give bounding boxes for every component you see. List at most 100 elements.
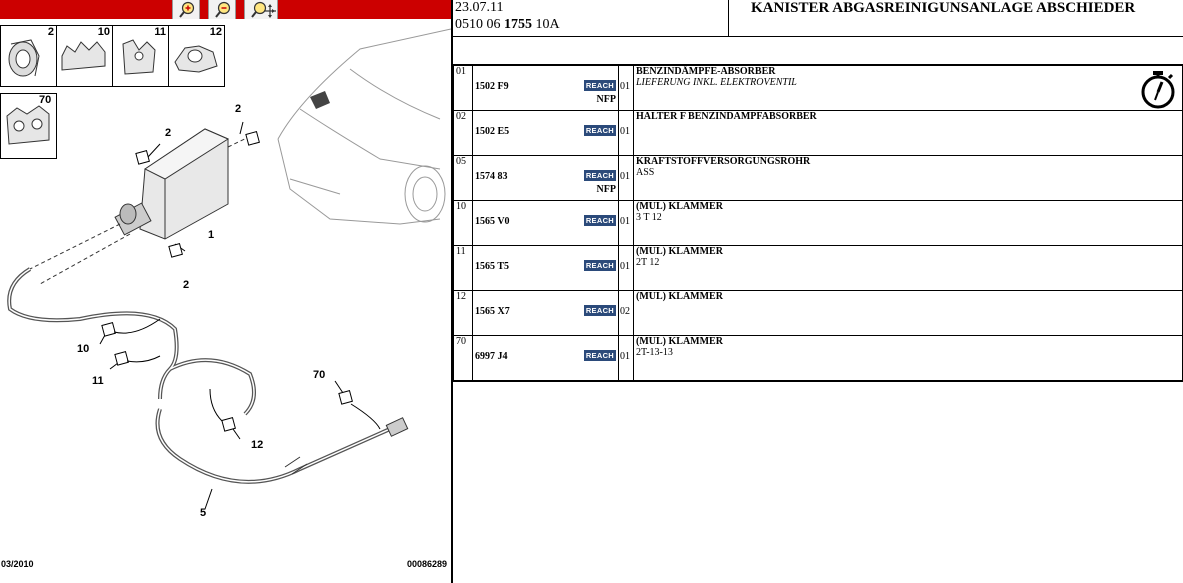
- part-reference[interactable]: 1574 83: [475, 171, 508, 182]
- assembly-drawing: [7, 28, 451, 510]
- part-note: 2T 12: [636, 257, 660, 268]
- stopwatch-icon[interactable]: [1138, 67, 1178, 111]
- row-qty-cell: 01: [618, 155, 634, 201]
- clip-icon: [61, 41, 106, 71]
- row-ref-cell: 1565 T5 REACH: [472, 245, 619, 291]
- row-desc-cell: (MUL) KLAMMER: [633, 290, 1183, 336]
- callout-label: 12: [251, 439, 264, 451]
- diagram-toolbar: [0, 0, 451, 19]
- part-reference[interactable]: 1502 F9: [475, 81, 509, 92]
- reach-badge[interactable]: REACH: [583, 80, 616, 91]
- header-separator: [728, 0, 729, 36]
- row-ref-cell: 1502 E5 REACH: [472, 110, 619, 156]
- zoom-in-icon: [179, 1, 195, 18]
- index-text: 05: [456, 156, 466, 167]
- row-ref-cell: 1565 X7 REACH: [472, 290, 619, 336]
- part-title: KRAFTSTOFFVERSORGUNGSROHR: [636, 156, 811, 167]
- part-note: ASS: [636, 167, 655, 178]
- code-prefix: 0510 06: [455, 17, 501, 32]
- header-date: 23.07.11: [455, 0, 504, 15]
- part-title: HALTER F BENZINDAMPFABSORBER: [636, 111, 817, 122]
- part-reference[interactable]: 1565 V0: [475, 216, 510, 227]
- part-title: (MUL) KLAMMER: [636, 291, 723, 302]
- callout-label: 2: [235, 103, 242, 115]
- reach-badge[interactable]: REACH: [583, 215, 616, 226]
- part-reference[interactable]: 1565 X7: [475, 306, 510, 317]
- diagram-panel: 2 10 11 12: [0, 0, 451, 583]
- reach-badge[interactable]: REACH: [583, 260, 616, 271]
- panel-divider: [451, 0, 453, 583]
- index-text: 70: [456, 336, 466, 347]
- quantity: 01: [620, 126, 630, 137]
- exploded-parts-diagram: 2 10 11 12: [0, 19, 451, 583]
- bracket-icon: [8, 39, 40, 77]
- part-reference[interactable]: 1502 E5: [475, 126, 510, 137]
- thumbnail-label: 12: [209, 26, 222, 38]
- reach-badge[interactable]: REACH: [583, 305, 616, 316]
- thumbnail-label: 70: [39, 94, 52, 106]
- header-code: 0510 06 1755 10A: [455, 17, 560, 33]
- thumbnail-part-70[interactable]: 70: [0, 93, 57, 159]
- header-divider: [453, 36, 1183, 37]
- parts-panel: 23.07.11 0510 06 1755 10A KANISTER ABGAS…: [453, 0, 1183, 583]
- reach-badge[interactable]: REACH: [583, 350, 616, 361]
- quantity: 01: [620, 171, 630, 182]
- zoom-out-button[interactable]: [208, 0, 236, 19]
- index-text: 02: [456, 111, 466, 122]
- zoom-pan-icon: [251, 1, 276, 18]
- callout-label: 11: [92, 375, 104, 387]
- quantity: 01: [620, 261, 630, 272]
- table-row[interactable]: 02 1502 E5 REACH 01 HALTER F BENZINDAMPFABSO…: [453, 110, 1183, 156]
- callout-label: 2: [183, 279, 190, 291]
- clip-icon: [122, 39, 156, 75]
- reach-badge[interactable]: REACH: [583, 170, 616, 181]
- reach-badge[interactable]: REACH: [583, 125, 616, 136]
- zoom-pan-button[interactable]: [244, 0, 278, 19]
- quantity: 01: [620, 81, 630, 92]
- row-qty-cell: 01: [618, 200, 634, 246]
- callout-label: 2: [165, 127, 172, 139]
- row-qty-cell: 01: [618, 335, 634, 382]
- page-title: KANISTER ABGASREINIGUNSANLAGE ABSCHIEDER: [751, 0, 1136, 16]
- index-text: 01: [456, 66, 466, 77]
- row-qty-cell: 01: [618, 110, 634, 156]
- thumbnail-part-2[interactable]: 2: [0, 25, 57, 87]
- zoom-in-button[interactable]: [172, 0, 200, 19]
- diagram-date: 03/2010: [1, 559, 34, 569]
- part-reference[interactable]: 1565 T5: [475, 261, 509, 272]
- callout-label: 1: [208, 229, 215, 241]
- thumbnail-label: 2: [47, 26, 54, 38]
- part-reference[interactable]: 6997 J4: [475, 351, 508, 362]
- nfp-label: NFP: [596, 184, 616, 195]
- part-title: (MUL) KLAMMER: [636, 336, 723, 347]
- nfp-label: NFP: [596, 94, 616, 105]
- row-index: 10: [453, 200, 473, 246]
- index-text: 11: [456, 246, 466, 257]
- code-bold: 1755: [504, 17, 532, 32]
- row-index: 01: [453, 64, 473, 111]
- thumbnail-part-12[interactable]: 12: [168, 25, 225, 87]
- callout-label: 10: [77, 343, 90, 355]
- row-index: 70: [453, 335, 473, 382]
- callout-label: 70: [313, 369, 326, 381]
- row-ref-cell: 1565 V0 REACH: [472, 200, 619, 246]
- row-ref-cell: 1574 83 REACH NFP: [472, 155, 619, 201]
- part-note: 3 T 12: [636, 212, 662, 223]
- code-suffix: 10A: [535, 17, 560, 32]
- row-index: 11: [453, 245, 473, 291]
- row-qty-cell: 01: [618, 245, 634, 291]
- row-ref-cell: 6997 J4 REACH: [472, 335, 619, 382]
- thumbnail-part-11[interactable]: 11: [112, 25, 169, 87]
- part-title: (MUL) KLAMMER: [636, 201, 723, 212]
